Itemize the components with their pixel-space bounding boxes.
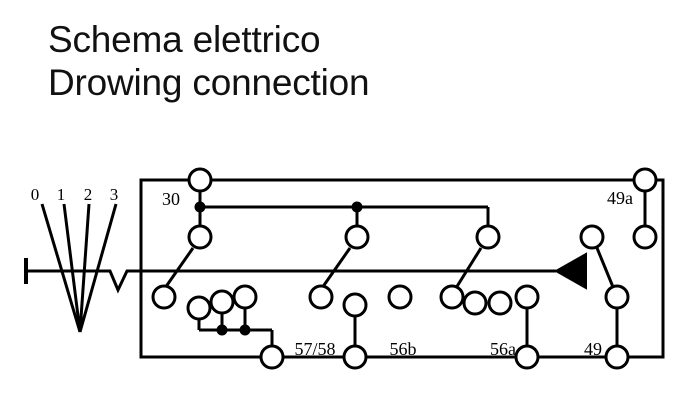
selector-position-label-0: 0 <box>31 185 40 204</box>
terminal-pin-30[interactable] <box>187 167 213 193</box>
enclosure-outline <box>139 178 665 359</box>
terminal-label-56b: 56b <box>390 339 417 359</box>
terminal-label-49a: 49a <box>607 188 633 208</box>
terminal-pin-49a[interactable] <box>632 167 658 193</box>
selector-blade-3 <box>78 203 118 333</box>
flasher-arrow-icon <box>553 252 587 290</box>
junction-dot-center <box>351 201 363 213</box>
terminal-pin-56b[interactable] <box>342 344 368 370</box>
terminal-pin-56a[interactable] <box>514 344 540 370</box>
terminal-pin-5758[interactable] <box>259 344 285 370</box>
contact-pin-lower-e[interactable] <box>308 284 334 310</box>
switch-blade-49 <box>595 247 615 288</box>
resistor-zigzag-symbol <box>101 269 136 294</box>
junction-dot-tie-c <box>216 324 228 336</box>
terminal-label-5758: 57/58 <box>294 339 335 359</box>
switch-blade-30 <box>163 247 195 289</box>
contact-pin-upper-30[interactable] <box>187 224 213 250</box>
contact-pin-upper-center[interactable] <box>344 224 370 250</box>
junction-dot-tie-d <box>239 324 251 336</box>
contact-pin-lower-f[interactable] <box>342 292 368 318</box>
contact-pin-lower-a[interactable] <box>151 284 177 310</box>
switch-blade-56a <box>454 247 483 289</box>
contact-pin-lower-49[interactable] <box>604 284 630 310</box>
contact-pin-lower-i[interactable] <box>462 290 488 316</box>
selector-blade-1 <box>62 203 82 333</box>
selector-position-label-3: 3 <box>110 185 119 204</box>
contact-pin-lower-b[interactable] <box>186 295 212 321</box>
switch-blade-56b <box>320 247 352 289</box>
selector-blade-2 <box>78 203 91 333</box>
contact-pin-upper-49a[interactable] <box>632 224 658 250</box>
title-line-italian: Schema elettrico <box>48 19 321 60</box>
terminal-label-49: 49 <box>584 339 602 359</box>
contact-pin-lower-h[interactable] <box>439 284 465 310</box>
contact-pin-lower-c[interactable] <box>209 289 235 315</box>
selector-position-label-1: 1 <box>57 185 66 204</box>
selector-position-label-2: 2 <box>84 185 93 204</box>
selector-blade-0 <box>40 203 82 333</box>
contact-pin-upper-right[interactable] <box>475 224 501 250</box>
contact-pin-lower-j[interactable] <box>487 290 513 316</box>
contact-pin-lower-g[interactable] <box>387 284 413 310</box>
contact-pin-upper-49[interactable] <box>579 224 605 250</box>
title-line-english: Drowing connection <box>48 62 370 103</box>
title-block: Schema elettrico Drowing connection <box>48 18 608 104</box>
contact-pin-lower-k[interactable] <box>514 284 540 310</box>
contact-pin-lower-d[interactable] <box>232 284 258 310</box>
terminal-pin-49[interactable] <box>604 344 630 370</box>
junction-dot-30 <box>194 201 206 213</box>
terminal-label-30: 30 <box>162 189 180 209</box>
terminal-label-56a: 56a <box>490 339 516 359</box>
